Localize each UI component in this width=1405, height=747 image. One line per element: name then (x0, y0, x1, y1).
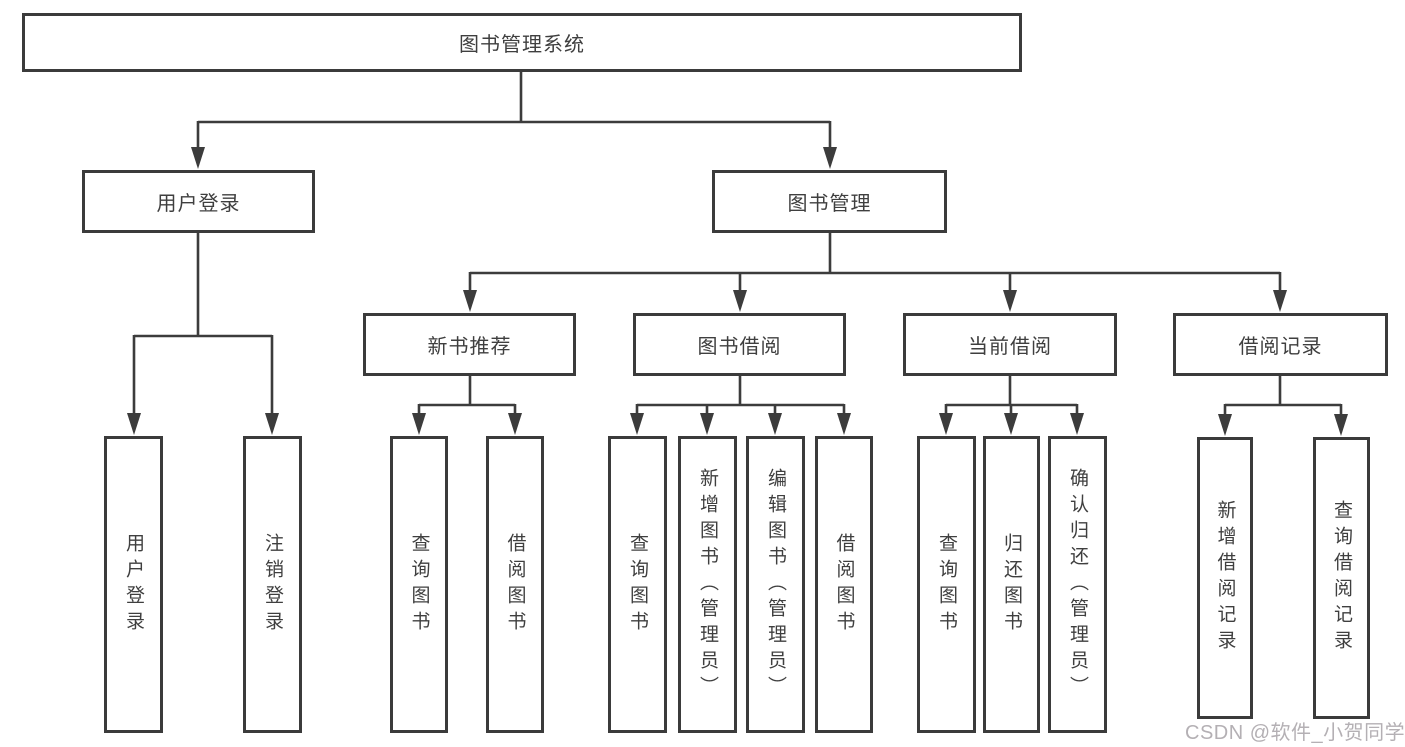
node-current-borrow: 当前借阅 (903, 313, 1117, 376)
leaf-label: 确认归还（管理员） (1067, 467, 1088, 702)
csdn-watermark: CSDN @软件_小贺同学 (1185, 722, 1405, 744)
node-label: 用户登录 (156, 193, 241, 215)
node-borrow-records: 借阅记录 (1173, 313, 1388, 376)
node-library-management-system: 图书管理系统 (22, 13, 1022, 72)
leaf-label: 注销登录 (262, 532, 283, 637)
node-book-management: 图书管理 (712, 170, 947, 233)
leaf-query-books-3: 查询图书 (917, 436, 976, 733)
node-label: 图书管理系统 (459, 34, 585, 56)
leaf-label: 编辑图书（管理员） (765, 467, 786, 702)
leaf-user-login: 用户登录 (104, 436, 163, 733)
leaf-label: 新增借阅记录 (1214, 500, 1236, 656)
leaf-logout: 注销登录 (243, 436, 302, 733)
node-label: 新书推荐 (427, 336, 512, 358)
leaf-label: 借阅图书 (504, 532, 526, 637)
leaf-query-books-2: 查询图书 (608, 436, 667, 733)
leaf-borrow-books-2: 借阅图书 (815, 436, 873, 733)
leaf-confirm-return-admin: 确认归还（管理员） (1048, 436, 1107, 733)
leaf-label: 查询借阅记录 (1331, 500, 1352, 656)
leaf-label: 查询图书 (408, 532, 430, 637)
leaf-add-borrow-record: 新增借阅记录 (1197, 437, 1253, 719)
leaf-label: 新增图书（管理员） (697, 467, 718, 702)
node-label: 图书管理 (787, 193, 872, 215)
leaf-return-book: 归还图书 (983, 436, 1040, 733)
node-label: 借阅记录 (1238, 336, 1323, 358)
leaf-label: 查询图书 (627, 532, 648, 637)
leaf-query-borrow-record: 查询借阅记录 (1313, 437, 1370, 719)
leaf-edit-book-admin: 编辑图书（管理员） (746, 436, 805, 733)
leaf-label: 查询图书 (936, 532, 957, 637)
arrowhead-icons (127, 147, 1348, 436)
node-book-borrow: 图书借阅 (633, 313, 846, 376)
node-label: 图书借阅 (697, 336, 782, 358)
leaf-label: 借阅图书 (833, 532, 855, 637)
leaf-label: 归还图书 (1001, 532, 1022, 637)
node-new-book-recommend: 新书推荐 (363, 313, 576, 376)
node-label: 当前借阅 (968, 336, 1052, 358)
leaf-label: 用户登录 (123, 532, 144, 637)
leaf-borrow-books-1: 借阅图书 (486, 436, 544, 733)
leaf-add-book-admin: 新增图书（管理员） (678, 436, 737, 733)
node-user-login: 用户登录 (82, 170, 315, 233)
leaf-query-books-1: 查询图书 (390, 436, 448, 733)
